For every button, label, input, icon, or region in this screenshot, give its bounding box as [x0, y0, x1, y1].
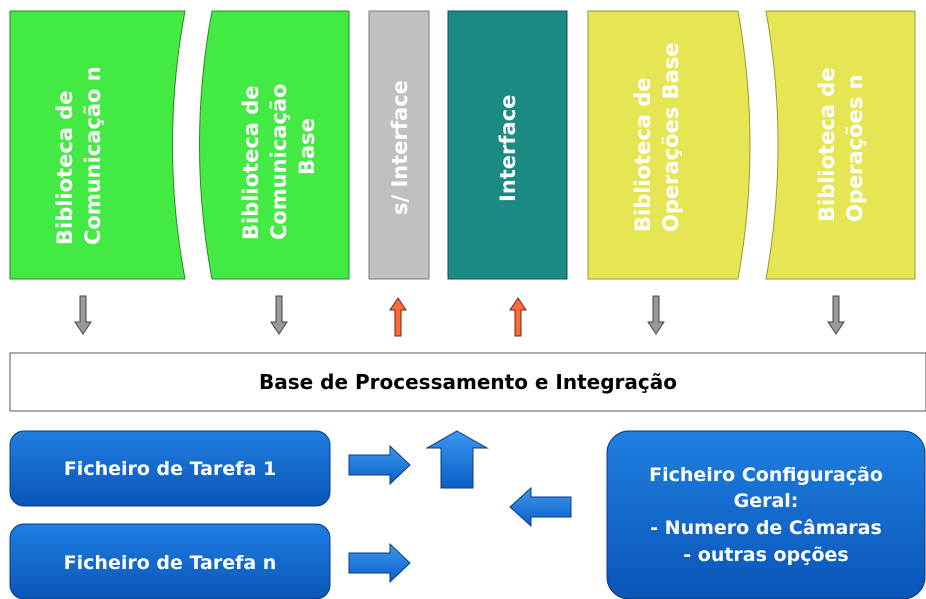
config-file-line-3: - Numero de Câmaras — [650, 517, 882, 539]
column-comunicacao-n-label-2: Comunicação n — [81, 66, 105, 245]
arrow-left-config — [509, 486, 572, 528]
column-operacoes-base-label-1: Biblioteca de — [631, 77, 655, 232]
column-operacoes-base-shape — [587, 10, 751, 280]
config-file-line-4: - outras opções — [683, 544, 848, 566]
arrow-down-1 — [74, 295, 92, 335]
column-comunicacao-base-label-3: Base — [295, 118, 319, 175]
arrow-up-to-base — [425, 430, 489, 489]
column-operacoes-n: Biblioteca de Operações n — [765, 10, 916, 280]
column-interface-shape — [447, 10, 568, 280]
column-operacoes-base-label-2: Operações Base — [659, 42, 683, 232]
task-file-n: Ficheiro de Tarefa n — [9, 523, 331, 599]
column-operacoes-n-shape — [765, 10, 916, 280]
column-interface-label: Interface — [496, 95, 520, 202]
column-sem-interface-shape — [368, 10, 430, 280]
task-file-1-label: Ficheiro de Tarefa 1 — [64, 458, 276, 480]
column-operacoes-base: Biblioteca de Operações Base — [587, 10, 751, 280]
column-sem-interface: s/ Interface — [368, 10, 430, 280]
config-file-line-1: Ficheiro Configuração — [649, 464, 883, 486]
arrow-up-3 — [389, 297, 407, 337]
column-interface: Interface — [447, 10, 568, 280]
arrow-down-2 — [270, 295, 288, 335]
column-operacoes-n-label-2: Operações n — [843, 74, 867, 222]
task-file-1: Ficheiro de Tarefa 1 — [9, 430, 331, 507]
config-file-line-2: Geral: — [734, 490, 799, 512]
arrow-right-task-n — [348, 542, 411, 584]
column-operacoes-n-label-1: Biblioteca de — [815, 67, 839, 222]
column-sem-interface-label: s/ Interface — [388, 80, 412, 215]
base-processing-box: Base de Processamento e Integração — [9, 352, 926, 412]
column-comunicacao-n-shape — [9, 10, 186, 280]
column-comunicacao-base-label-2: Comunicação — [267, 84, 291, 241]
arrow-down-5 — [647, 295, 665, 335]
column-comunicacao-base-shape — [199, 10, 350, 280]
column-comunicacao-base-label-1: Biblioteca de — [239, 85, 263, 240]
arrow-up-4 — [509, 297, 527, 337]
base-processing-label: Base de Processamento e Integração — [259, 370, 677, 394]
arrow-down-6 — [827, 295, 845, 335]
column-comunicacao-n: Biblioteca de Comunicação n — [9, 10, 186, 280]
arrow-right-task-1 — [348, 444, 411, 486]
column-comunicacao-base: Biblioteca de Comunicação Base — [199, 10, 350, 280]
column-comunicacao-n-label-1: Biblioteca de — [53, 90, 77, 245]
config-file: Ficheiro Configuração Geral: - Numero de… — [606, 430, 926, 599]
task-file-n-label: Ficheiro de Tarefa n — [64, 552, 277, 574]
